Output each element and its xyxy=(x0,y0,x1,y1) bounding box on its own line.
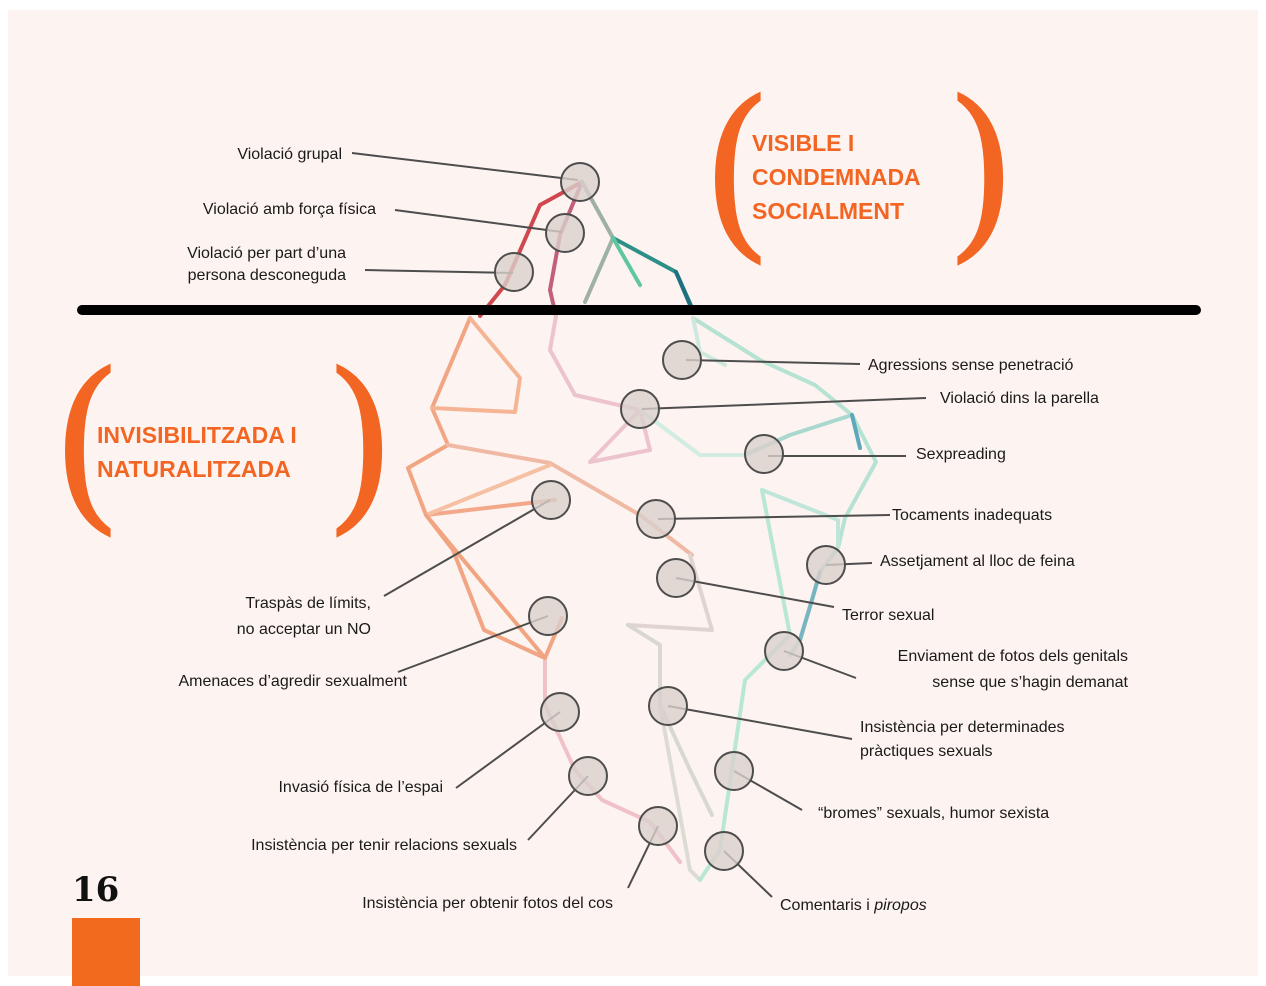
web-line xyxy=(478,180,584,318)
leader-line xyxy=(685,359,861,365)
paren-open: ( xyxy=(50,332,124,553)
web-line xyxy=(430,316,522,414)
heading-invisible: ( ) INVISIBILITZADA I NATURALITZADA xyxy=(50,332,397,553)
node-agressions xyxy=(662,340,702,380)
label-violacio-grupal: Violació grupal xyxy=(237,146,342,163)
heading-visible-line: CONDEMNADA xyxy=(752,164,921,190)
label-assetjament: Assetjament al lloc de feina xyxy=(880,553,1075,570)
leader-line xyxy=(675,577,835,608)
node-assetjament xyxy=(806,545,846,585)
web-line xyxy=(548,180,584,318)
node-sexpreading xyxy=(744,434,784,474)
label-insistencia-practiques: pràctiques sexuals xyxy=(860,743,993,760)
node-traspas xyxy=(531,480,571,520)
node-violacio-parella xyxy=(620,389,660,429)
label-amenaces: Amenaces d’agredir sexualment xyxy=(178,673,407,690)
label-insistencia-relacions: Insistència per tenir relacions sexuals xyxy=(251,837,517,854)
web-line xyxy=(638,408,747,457)
web-line xyxy=(760,488,840,550)
leader-line xyxy=(657,514,891,520)
label-comentaris-italic: piropos xyxy=(873,897,926,914)
node-bromes xyxy=(714,751,754,791)
label-agressions: Agressions sense penetració xyxy=(868,357,1074,374)
web-line xyxy=(698,488,792,882)
label-comentaris-text: Comentaris i xyxy=(780,897,874,914)
page-number: 16 xyxy=(72,870,120,910)
heading-visible-line: VISIBLE I xyxy=(752,130,854,156)
node-amenaces xyxy=(528,596,568,636)
node-comentaris xyxy=(704,831,744,871)
web-line xyxy=(611,236,642,287)
heading-visible-line: SOCIALMENT xyxy=(752,198,904,224)
label-sexpreading: Sexpreading xyxy=(916,446,1006,463)
node-insistencia-fotos xyxy=(638,806,678,846)
leader-line xyxy=(455,711,561,789)
nodes xyxy=(494,162,846,871)
node-violacio-desconeguda xyxy=(494,252,534,292)
web-line xyxy=(424,513,547,660)
label-traspas: Traspàs de límits, xyxy=(245,595,371,612)
node-violacio-forca xyxy=(545,213,585,253)
paren-close: ) xyxy=(323,332,397,553)
web-line xyxy=(611,236,695,312)
web-line xyxy=(548,314,652,464)
node-violacio-grupal xyxy=(560,162,600,202)
web-line xyxy=(658,703,702,882)
label-insistencia-fotos: Insistència per obtenir fotos del cos xyxy=(362,895,613,912)
label-violacio-forca: Violació amb força física xyxy=(203,201,376,218)
paren-close: ) xyxy=(944,60,1018,281)
label-violacio-parella: Violació dins la parella xyxy=(940,390,1099,407)
node-tocaments xyxy=(636,499,676,539)
heading-invisible-line: INVISIBILITZADA I xyxy=(97,422,297,448)
node-insistencia-relacions xyxy=(568,756,608,796)
label-enviament: sense que s’hagin demanat xyxy=(932,674,1128,691)
label-violacio-desconeguda: Violació per part d’una xyxy=(187,245,346,262)
paren-open: ( xyxy=(700,60,774,281)
label-invasio: Invasió física de l’espai xyxy=(278,779,443,796)
node-invasio xyxy=(540,692,580,732)
node-terror xyxy=(656,558,696,598)
leader-line xyxy=(397,615,549,673)
node-enviament xyxy=(764,631,804,671)
leader-line xyxy=(383,499,551,597)
leader-line xyxy=(641,397,927,410)
label-insistencia-practiques: Insistència per determinades xyxy=(860,719,1065,736)
label-violacio-desconeguda: persona desconeguda xyxy=(188,267,346,284)
web-line xyxy=(626,553,714,632)
heading-invisible-line: NATURALITZADA xyxy=(97,456,291,482)
page-tab xyxy=(72,918,140,986)
label-traspas: no acceptar un NO xyxy=(237,621,371,638)
leader-line xyxy=(667,705,853,740)
label-tocaments: Tocaments inadequats xyxy=(892,507,1052,524)
label-comentaris: Comentaris i piropos xyxy=(780,897,927,914)
heading-visible: ( ) VISIBLE I CONDEMNADA SOCIALMENT xyxy=(700,60,1018,281)
label-bromes: “bromes” sexuals, humor sexista xyxy=(818,805,1049,822)
label-enviament: Enviament de fotos dels genitals xyxy=(898,648,1128,665)
leader-lines xyxy=(351,152,927,898)
leader-line xyxy=(394,209,563,233)
web-line xyxy=(850,413,862,450)
label-terror: Terror sexual xyxy=(842,607,934,624)
web-line xyxy=(424,463,552,517)
leader-line xyxy=(351,152,579,181)
leader-line xyxy=(364,269,514,274)
node-insistencia-practiques xyxy=(648,686,688,726)
